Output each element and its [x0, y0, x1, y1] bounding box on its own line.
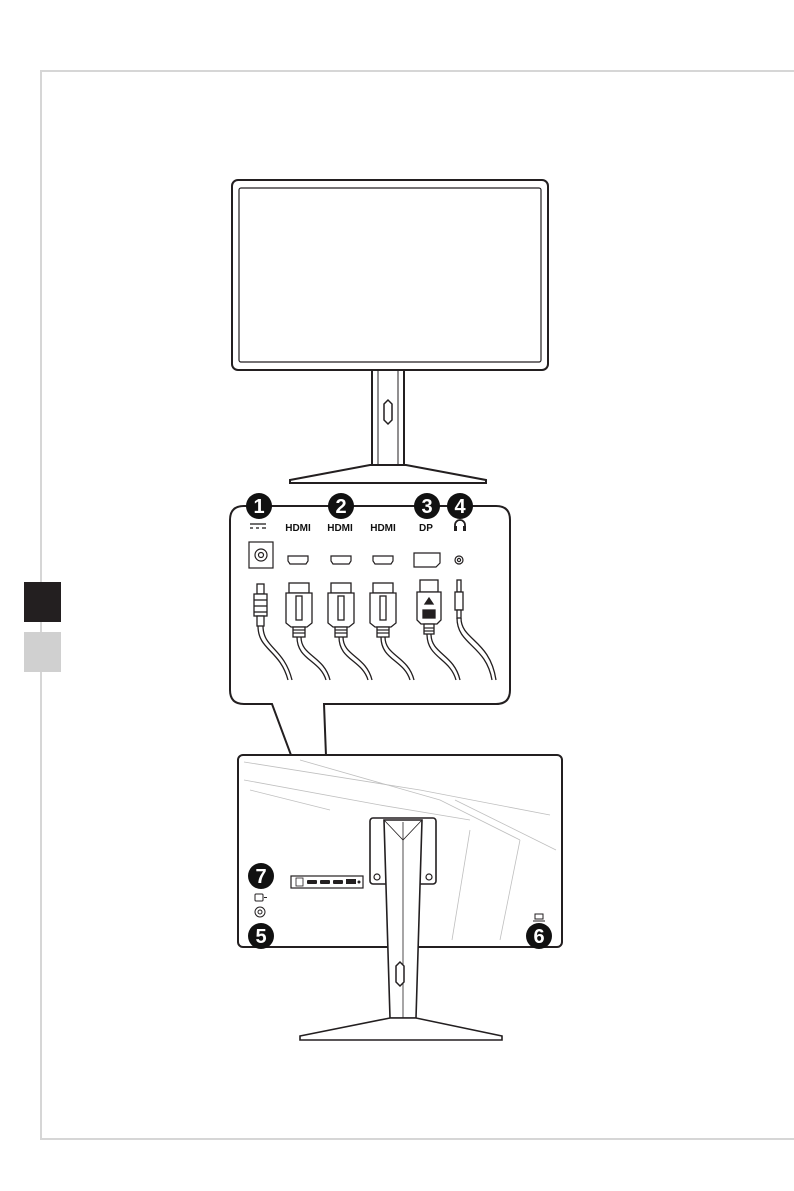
- svg-text:3: 3: [421, 496, 432, 518]
- svg-text:6: 6: [533, 926, 544, 948]
- port-label-hdmi-1: HDMI: [285, 523, 311, 534]
- svg-text:2: 2: [335, 496, 346, 518]
- svg-text:7: 7: [255, 866, 266, 888]
- callout-badge-4: 4: [447, 493, 473, 519]
- port-label-hdmi-3: HDMI: [370, 523, 396, 534]
- monitor-front: [232, 180, 548, 483]
- svg-text:5: 5: [255, 926, 266, 948]
- hdmi-port-2: [331, 556, 351, 564]
- monitor-rear: 7 5 6: [238, 755, 562, 1040]
- hdmi-port-3: [373, 556, 393, 564]
- callout-badge-5: 5: [248, 923, 274, 949]
- callout-badge-2: 2: [328, 493, 354, 519]
- port-label-hdmi-2: HDMI: [327, 523, 353, 534]
- rear-io-strip: [291, 876, 363, 888]
- dp-port: [414, 553, 440, 567]
- svg-text:1: 1: [253, 496, 264, 518]
- svg-text:4: 4: [454, 496, 466, 518]
- hdmi-port-1: [288, 556, 308, 564]
- callout-badge-7: 7: [248, 863, 274, 889]
- port-label-dp: DP: [419, 523, 433, 534]
- callout-badge-3: 3: [414, 493, 440, 519]
- callout-badge-6: 6: [526, 923, 552, 949]
- callout-badge-1: 1: [246, 493, 272, 519]
